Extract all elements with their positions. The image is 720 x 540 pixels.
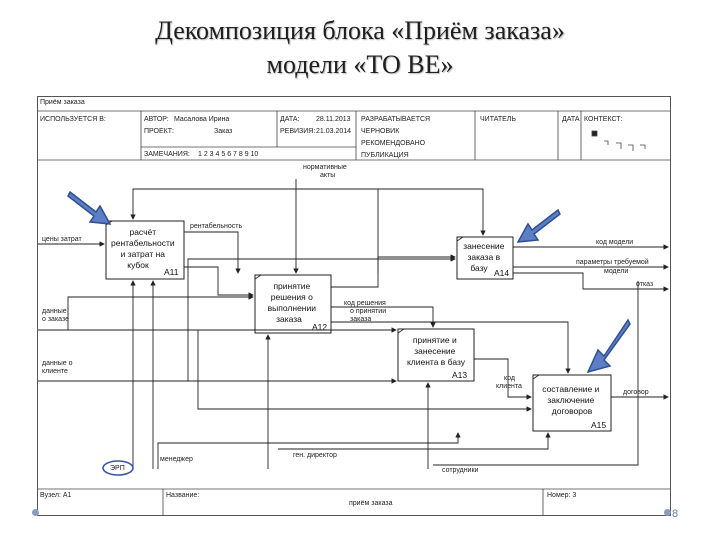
slide-title-line2: модели «ТО ВЕ» xyxy=(266,50,454,79)
label-ceny-zatrat: цены затрат xyxy=(42,236,82,243)
page-number: 8 xyxy=(672,508,679,520)
block-a14[interactable] xyxy=(456,236,514,280)
block-a11-number: А11 xyxy=(164,267,179,277)
pointer-arrow-a15 xyxy=(586,318,631,374)
footer-grid xyxy=(38,488,670,515)
slide-dot-right xyxy=(664,509,671,516)
number-label: Номер: 3 xyxy=(547,492,577,499)
block-a12-number: А12 xyxy=(312,322,327,332)
author-value: Масалова Ирина xyxy=(174,116,230,123)
name-value: приём заказа xyxy=(349,500,393,507)
label-kod-modeli: код модели xyxy=(596,239,633,246)
label-gen-direktor: ген. директор xyxy=(293,452,337,459)
diagram-canvas: расчёт рентабельности и затрат на кубок … xyxy=(38,110,670,515)
date-label: ДАТА: xyxy=(280,116,300,123)
block-a13-number: А13 xyxy=(452,370,467,380)
block-a15[interactable] xyxy=(532,374,612,432)
connections xyxy=(38,179,669,469)
header-grid xyxy=(38,110,670,161)
author-label: АВТОР: xyxy=(144,116,169,123)
date2-label: ДАТА xyxy=(562,116,580,123)
block-a11-text: расчёт рентабельности и затрат на кубок xyxy=(111,227,177,270)
notes-label: ЗАМЕЧАНИЯ: xyxy=(144,151,190,158)
revision-label: РЕВИЗИЯ: xyxy=(280,128,316,135)
label-menedzher: менеджер xyxy=(160,456,193,463)
diagram-tab-label: Приём заказа xyxy=(40,99,85,106)
block-a12-text: принятие решения о выполнении заказа xyxy=(268,281,319,324)
project-label: ПРОЕКТ: xyxy=(144,128,174,135)
block-a13-text: принятие и занесение клиента в базу xyxy=(407,335,466,367)
status-publication: ПУБЛИКАЦИЯ xyxy=(361,152,409,159)
revision-value: 21.03.2014 xyxy=(316,128,352,135)
block-a15-number: А15 xyxy=(591,420,606,430)
reader-label: ЧИТАТЕЛЬ xyxy=(480,116,516,123)
label-rentabelnost: рентабельность xyxy=(190,222,242,230)
pointer-arrow-a11 xyxy=(67,190,112,225)
name-label: Название: xyxy=(166,492,200,499)
project-value: Заказ xyxy=(214,128,233,135)
notes-value: 1 2 3 4 5 6 7 8 9 10 xyxy=(198,151,259,158)
context-label: КОНТЕКСТ: xyxy=(584,116,623,123)
used-at-label: ИСПОЛЬЗУЕТСЯ В: xyxy=(40,116,106,123)
label-erp: ЭРП xyxy=(110,465,125,472)
block-a15-text: составление и заключение договоров xyxy=(542,384,602,416)
label-dogovor: договор xyxy=(623,389,649,396)
block-a12[interactable] xyxy=(254,274,332,334)
status-recommended: РЕКОМЕНДОВАНО xyxy=(361,140,426,147)
pointer-arrow-a14 xyxy=(516,208,561,243)
status-draft: ЧЕРНОВИК xyxy=(361,128,400,135)
label-otkaz: отказ xyxy=(636,281,653,288)
node-label: Вузел: А1 xyxy=(40,492,72,499)
date-value: 28.11.2013 xyxy=(316,116,351,123)
erp-oval-highlight xyxy=(102,460,134,476)
idef0-diagram: Приём заказа ИСПОЛЬЗУЕТСЯ В: АВТОР: Маса… xyxy=(37,96,671,516)
block-a14-text: занесение заказа в базу xyxy=(463,241,507,273)
slide-title: Декомпозиция блока «Приём заказа» модели… xyxy=(0,14,720,82)
block-a11[interactable] xyxy=(105,220,185,280)
slide-dot-left xyxy=(32,509,39,516)
slide-title-line1: Декомпозиция блока «Приём заказа» xyxy=(155,16,565,45)
block-a14-number: А14 xyxy=(494,268,509,278)
status-working: РАЗРАБАТЫВАЕТСЯ xyxy=(361,116,431,123)
block-a13[interactable] xyxy=(397,328,475,382)
label-sotrudniki: сотрудники xyxy=(442,467,479,474)
